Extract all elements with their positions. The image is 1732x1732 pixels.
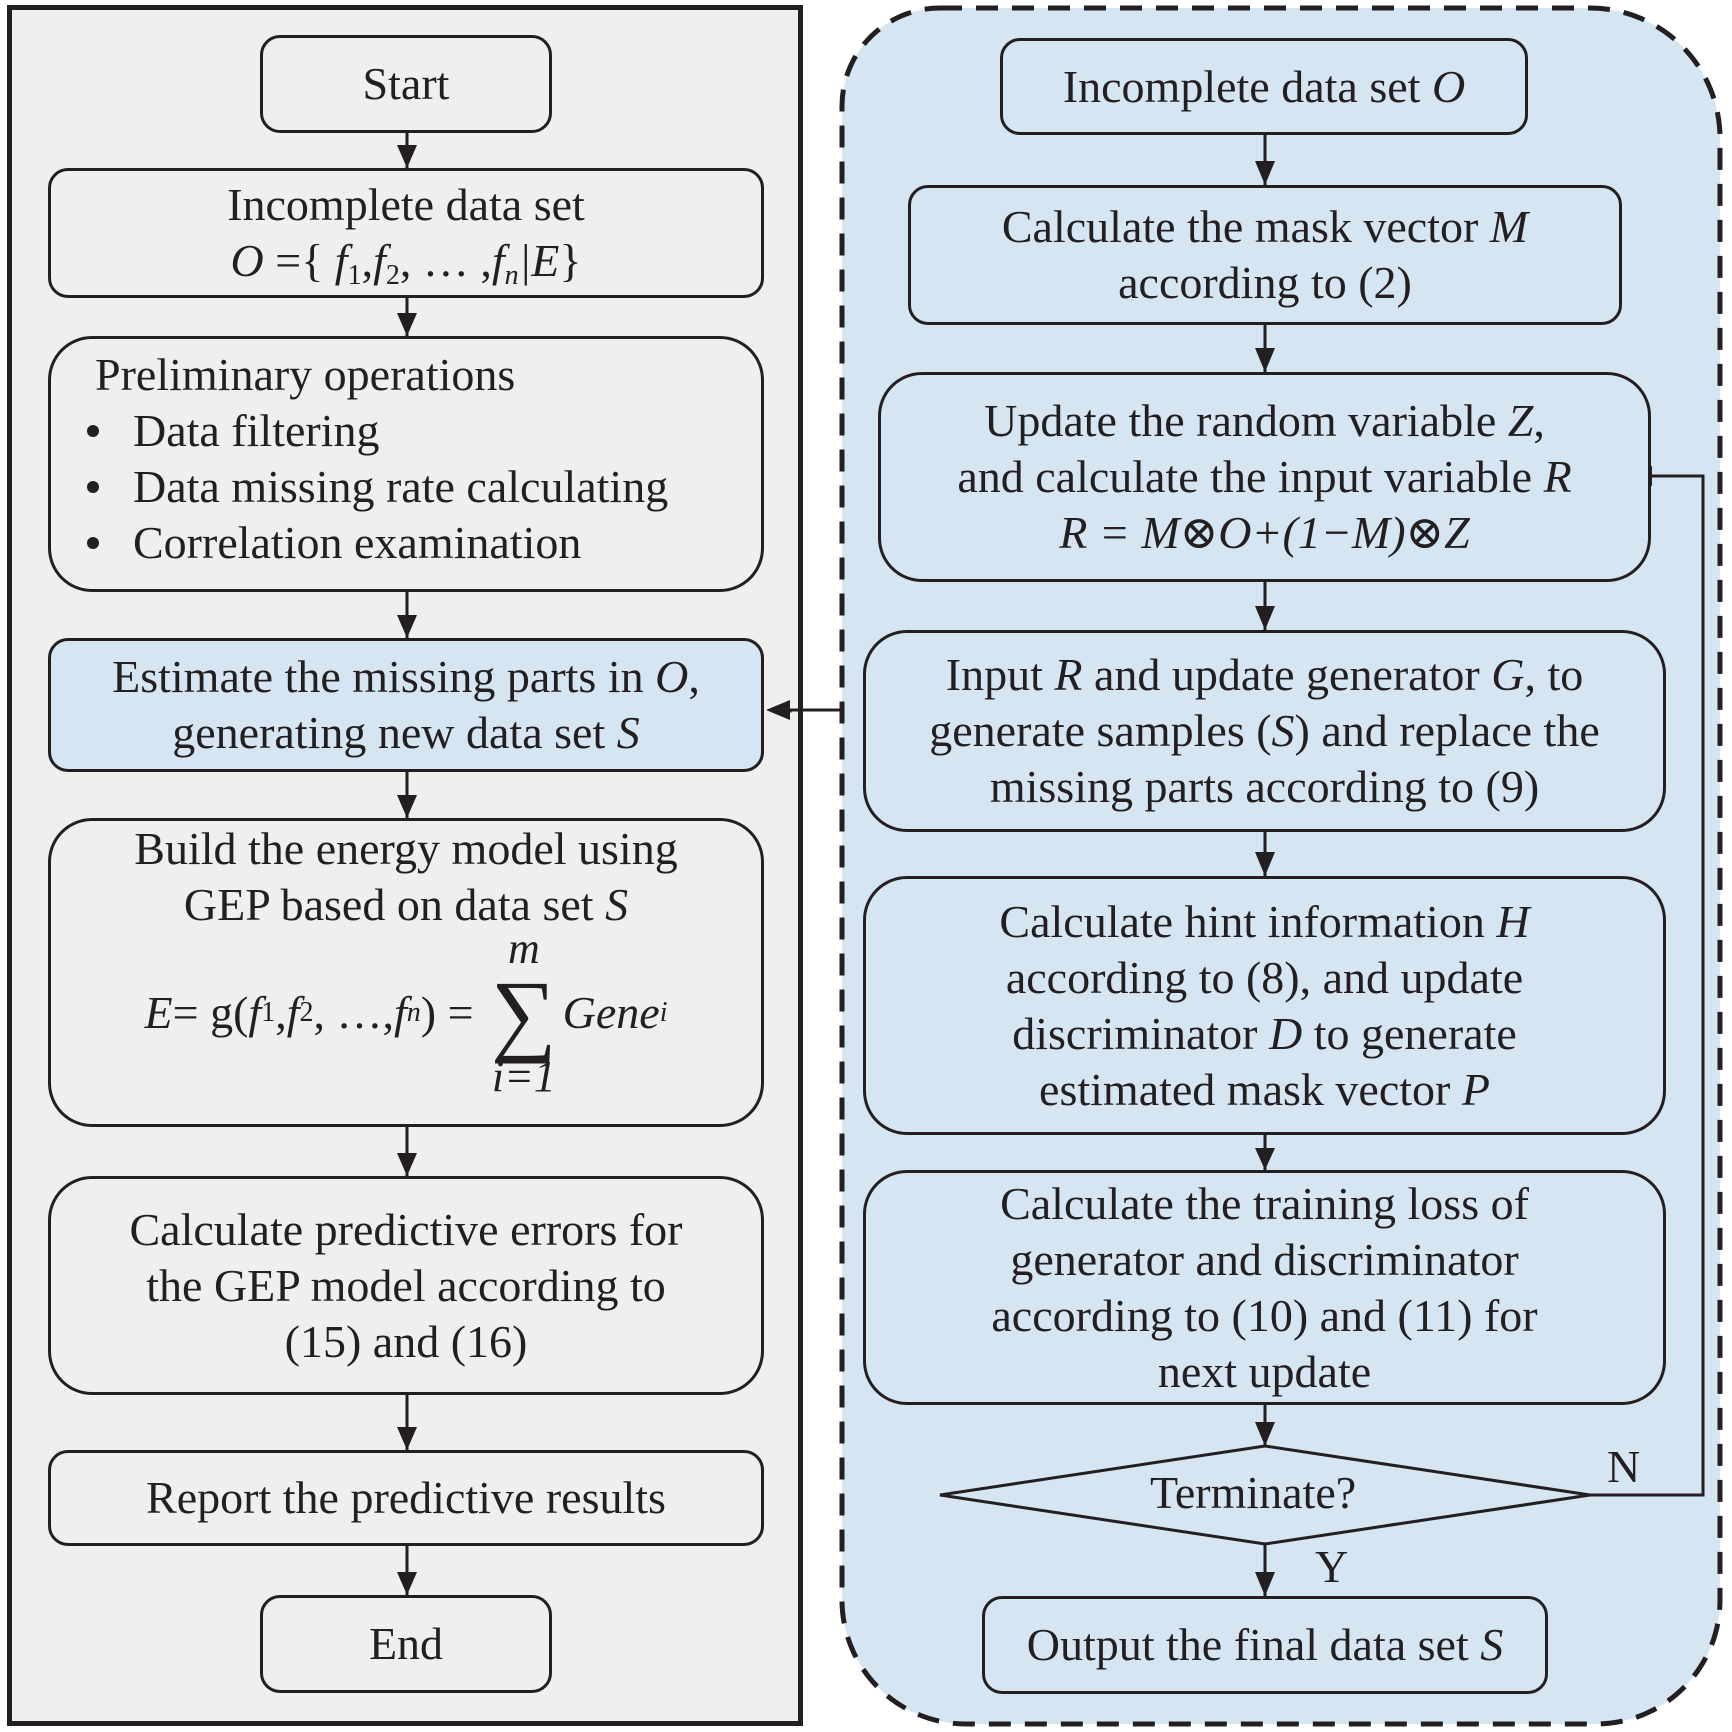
hint-line-3: discriminator D to generate — [1012, 1007, 1517, 1059]
generator-line-3: missing parts according to (9) — [989, 761, 1540, 812]
generator-line-1: Input R and update generator G, to — [945, 649, 1584, 700]
summation-icon: ∑ — [491, 962, 557, 1064]
incomplete-data-node: Incomplete data set O ={ f1,f2, … ,fn|E} — [48, 168, 764, 298]
start-node: Start — [260, 35, 552, 133]
arrow-decision-no-loop — [1590, 474, 1705, 1497]
end-node: End — [260, 1595, 552, 1693]
bullet-item: Correlation examination — [87, 515, 581, 571]
output-final-data-node: Output the final data set S — [982, 1596, 1548, 1694]
hint-information-node: Calculate hint information H according t… — [863, 876, 1666, 1135]
errors-line-1: Calculate predictive errors for — [129, 1203, 683, 1255]
bullet-icon — [87, 537, 99, 549]
loss-line-3: according to (10) and (11) for — [991, 1289, 1538, 1341]
errors-line-3: (15) and (16) — [284, 1315, 528, 1367]
bullet-item: Data filtering — [87, 403, 380, 459]
estimate-line-2: generating new data set S — [172, 707, 640, 758]
update-line-1: Update the random variable Z, — [984, 395, 1545, 446]
build-line-2: GEP based on data set S — [183, 879, 629, 930]
update-generator-node: Input R and update generator G, to gener… — [863, 630, 1666, 832]
loss-line-4: next update — [1157, 1345, 1372, 1397]
loss-line-2: generator and discriminator — [1010, 1233, 1519, 1285]
incomplete-data-title: Incomplete data set — [227, 179, 585, 230]
decision-yes-label: Y — [1315, 1541, 1349, 1592]
hint-line-4: estimated mask vector P — [1039, 1063, 1490, 1115]
hint-line-2: according to (8), and update — [1005, 951, 1524, 1003]
build-energy-model-node: Build the energy model using GEP based o… — [48, 818, 764, 1127]
loss-line-1: Calculate the training loss of — [1000, 1177, 1529, 1229]
mask-line-1: Calculate the mask vector M — [1001, 201, 1529, 252]
bullet-icon — [87, 425, 99, 437]
input-variable-formula: R = M⊗O+(1−M)⊗Z — [1059, 507, 1470, 558]
build-line-1: Build the energy model using — [134, 823, 678, 874]
output-label: Output the final data set S — [1026, 1619, 1504, 1670]
decision-label: Terminate? — [1150, 1467, 1357, 1518]
right-incomplete-data-node: Incomplete data set O — [1000, 38, 1528, 135]
update-line-2: and calculate the input variable R — [957, 451, 1572, 502]
mask-vector-node: Calculate the mask vector M according to… — [908, 185, 1622, 325]
decision-diamond — [939, 1444, 1591, 1546]
generator-line-2: generate samples (S) and replace the — [929, 705, 1600, 756]
preliminary-title: Preliminary operations — [95, 349, 516, 400]
bullet-icon — [87, 481, 99, 493]
update-random-variable-node: Update the random variable Z, and calcul… — [878, 372, 1651, 582]
estimate-line-1: Estimate the missing parts in O, — [112, 651, 700, 702]
decision-no-label: N — [1607, 1441, 1641, 1492]
hint-line-1: Calculate hint information H — [999, 895, 1530, 947]
right-incomplete-label: Incomplete data set O — [1062, 60, 1466, 112]
report-label: Report the predictive results — [146, 1472, 666, 1523]
mask-line-2: according to (2) — [1118, 257, 1412, 308]
estimate-missing-node: Estimate the missing parts in O, generat… — [48, 638, 764, 772]
preliminary-operations-node: Preliminary operations Data filtering Da… — [48, 336, 764, 592]
report-results-node: Report the predictive results — [48, 1450, 764, 1546]
errors-line-2: the GEP model according to — [146, 1259, 666, 1311]
start-label: Start — [362, 58, 450, 109]
predictive-errors-node: Calculate predictive errors for the GEP … — [48, 1176, 764, 1395]
bullet-item: Data missing rate calculating — [87, 459, 668, 515]
training-loss-node: Calculate the training loss of generator… — [863, 1170, 1666, 1405]
incomplete-data-formula: O ={ f1,f2, … ,fn|E} — [230, 235, 582, 291]
summation: m ∑ i=1 — [491, 924, 557, 1101]
end-label: End — [368, 1618, 444, 1669]
